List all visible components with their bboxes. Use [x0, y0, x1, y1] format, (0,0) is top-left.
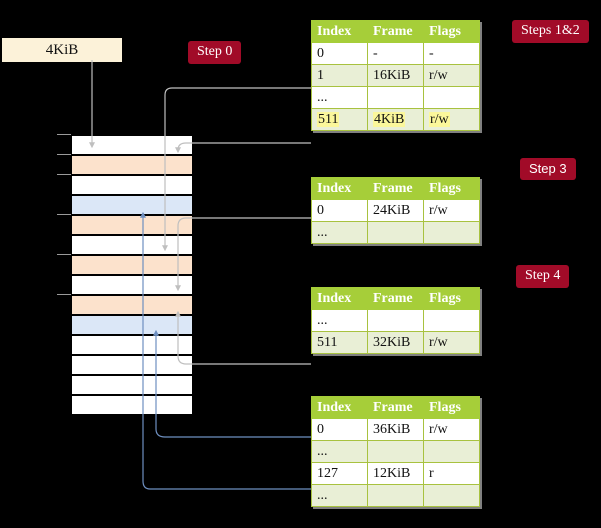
memory-tick: [57, 254, 71, 255]
highlighted-value: 4KiB: [373, 111, 406, 127]
cell-flags: [423, 440, 480, 463]
cell-frame: 24KiB: [367, 199, 424, 222]
cell-frame: 16KiB: [367, 64, 424, 87]
memory-frame-row: [72, 235, 192, 255]
cell-frame: [367, 309, 424, 332]
column-header-flags: Flags: [423, 287, 480, 310]
wire-l2-to-memory: [175, 310, 311, 365]
memory-tick: [57, 214, 71, 215]
cell-frame: 32KiB: [367, 331, 424, 354]
cell-flags: [423, 309, 480, 332]
cell-flags: r/w: [423, 108, 480, 131]
column-header-frame: Frame: [367, 287, 424, 310]
cell-index: 0: [311, 42, 368, 65]
cell-frame: [367, 86, 424, 109]
highlighted-value: r/w: [429, 111, 450, 127]
cell-frame: [367, 484, 424, 507]
cell-index: ...: [311, 440, 368, 463]
cell-flags: r/w: [423, 418, 480, 441]
cell-index: 511: [311, 108, 368, 131]
column-header-flags: Flags: [423, 20, 480, 43]
badge-step-3: Step 3: [520, 158, 576, 180]
physical-memory-column: [71, 134, 192, 415]
table-row: 0--: [311, 42, 480, 65]
cell-flags: r/w: [423, 64, 480, 87]
cell-index: 127: [311, 462, 368, 485]
memory-frame-row: [72, 335, 192, 355]
memory-frame-row: [72, 135, 192, 155]
cell-frame: [367, 221, 424, 244]
memory-frame-row: [72, 395, 192, 415]
badge-step-4: Step 4: [516, 265, 570, 288]
cell-flags: r: [423, 462, 480, 485]
column-header-index: Index: [311, 177, 368, 200]
memory-frame-row: [72, 175, 192, 195]
cell-frame: 12KiB: [367, 462, 424, 485]
source-frame-label: 4KiB: [45, 41, 79, 58]
cell-frame: -: [367, 42, 424, 65]
cell-flags: -: [423, 42, 480, 65]
memory-frame-row: [72, 315, 192, 335]
cell-index: 511: [311, 331, 368, 354]
column-header-index: Index: [311, 287, 368, 310]
column-header-frame: Frame: [367, 396, 424, 419]
cell-index: ...: [311, 86, 368, 109]
cell-flags: r/w: [423, 331, 480, 354]
column-header-frame: Frame: [367, 20, 424, 43]
table-row: ...: [311, 221, 480, 244]
table-row: ...: [311, 86, 480, 109]
memory-frame-row: [72, 155, 192, 175]
memory-frame-row: [72, 255, 192, 275]
memory-frame-row: [72, 215, 192, 235]
badge-step-0: Step 0: [188, 41, 242, 64]
cell-flags: [423, 221, 480, 244]
memory-tick: [57, 154, 71, 155]
cell-index: 0: [311, 199, 368, 222]
table-row: ...: [311, 440, 480, 463]
memory-frame-row: [72, 195, 192, 215]
wire-l3-to-memory: [175, 217, 311, 292]
memory-tick: [57, 134, 71, 135]
table-row: ...: [311, 309, 480, 332]
cell-index: 0: [311, 418, 368, 441]
column-header-frame: Frame: [367, 177, 424, 200]
cell-frame: [367, 440, 424, 463]
column-header-flags: Flags: [423, 177, 480, 200]
table-row: ...: [311, 484, 480, 507]
wire-l4-511-to-memory: [175, 142, 311, 154]
cell-frame: 36KiB: [367, 418, 424, 441]
column-header-index: Index: [311, 20, 368, 43]
highlighted-value: 511: [317, 111, 340, 127]
memory-frame-row: [72, 355, 192, 375]
column-header-flags: Flags: [423, 396, 480, 419]
badge-step-1-2: Steps 1&2: [512, 20, 589, 43]
cell-flags: r/w: [423, 199, 480, 222]
cell-flags: [423, 484, 480, 507]
memory-frame-row: [72, 275, 192, 295]
cell-index: ...: [311, 221, 368, 244]
cell-index: 1: [311, 64, 368, 87]
memory-frame-row: [72, 375, 192, 395]
column-header-index: Index: [311, 396, 368, 419]
cell-frame: 4KiB: [367, 108, 424, 131]
cell-index: ...: [311, 309, 368, 332]
cell-index: ...: [311, 484, 368, 507]
cell-flags: [423, 86, 480, 109]
memory-tick: [57, 174, 71, 175]
memory-tick: [57, 294, 71, 295]
table-row: 511 4KiB r/w: [311, 108, 480, 131]
memory-frame-row: [72, 295, 192, 315]
source-frame-box: 4KiB: [2, 38, 122, 62]
